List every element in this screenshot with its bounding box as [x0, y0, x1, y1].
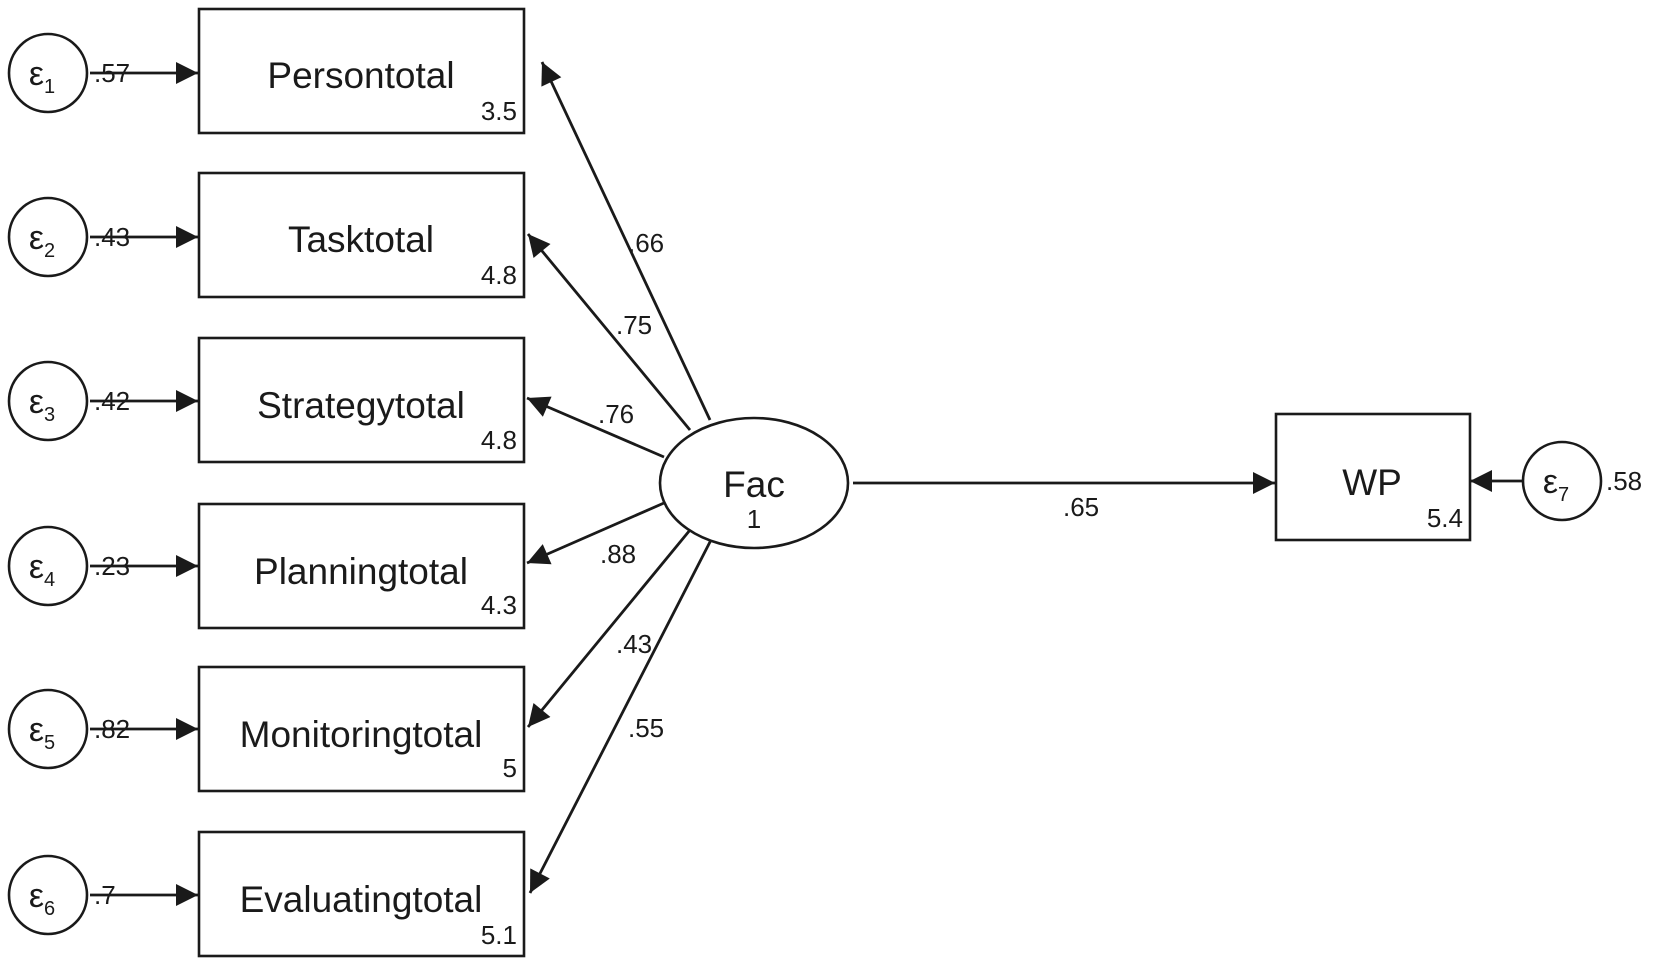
- outcome-wp: WP 5.4: [1274, 412, 1472, 542]
- loading-persontotal: .66: [628, 228, 664, 258]
- error-term-7: ε7: [1521, 440, 1603, 522]
- outcome-label: WP: [1342, 462, 1402, 503]
- indicator-strategytotal: Strategytotal 4.8: [197, 336, 526, 464]
- path-coefficient-wp: .65: [1063, 492, 1099, 522]
- error-term-2: ε2: [7, 196, 89, 278]
- loading-paths: [526, 61, 714, 894]
- error-term-4: ε4: [7, 525, 89, 607]
- error-symbol: ε4: [29, 548, 55, 591]
- loading-path-tasktotal: [526, 233, 692, 431]
- indicator-intercept: 3.5: [481, 96, 517, 126]
- outcome-intercept: 5.4: [1427, 503, 1463, 533]
- indicator-persontotal: Persontotal 3.5: [197, 7, 526, 135]
- indicator-evaluatingtotal: Evaluatingtotal 5.1: [197, 830, 526, 958]
- loading-path-planningtotal: [526, 501, 665, 565]
- indicator-planningtotal: Planningtotal 4.3: [197, 502, 526, 630]
- latent-factor-fac: Fac 1: [658, 416, 850, 550]
- error-variances: .57 .43 .42 .23 .82 .7 .58: [94, 58, 1642, 910]
- error-variance-5: .82: [94, 714, 130, 744]
- error-symbol: ε1: [29, 55, 55, 98]
- indicator-label: Tasktotal: [288, 219, 434, 260]
- error-paths: [90, 62, 1524, 906]
- error-symbol: ε3: [29, 383, 55, 426]
- error-variance-7: .58: [1606, 466, 1642, 496]
- indicator-intercept: 5.1: [481, 920, 517, 950]
- indicator-intercept: 4.8: [481, 260, 517, 290]
- error-term-1: ε1: [7, 32, 89, 114]
- error-symbol: ε5: [29, 711, 55, 754]
- error-term-3: ε3: [7, 360, 89, 442]
- loading-path-monitoringtotal: [526, 529, 692, 728]
- error-symbol: ε7: [1543, 463, 1569, 506]
- error-symbol: ε6: [29, 877, 55, 920]
- loading-monitoringtotal: .43: [616, 629, 652, 659]
- error-variance-6: .7: [94, 880, 116, 910]
- latent-label: Fac: [723, 464, 785, 505]
- loading-tasktotal: .75: [616, 310, 652, 340]
- loading-evaluatingtotal: .55: [628, 713, 664, 743]
- error-variance-4: .23: [94, 551, 130, 581]
- error-term-5: ε5: [7, 688, 89, 770]
- indicator-tasktotal: Tasktotal 4.8: [197, 171, 526, 299]
- latent-variance: 1: [747, 504, 761, 534]
- indicator-intercept: 4.3: [481, 590, 517, 620]
- loading-coefficients: .66 .75 .76 .88 .43 .55 .65: [598, 228, 1099, 743]
- indicator-monitoringtotal: Monitoringtotal 5: [197, 665, 526, 793]
- error-symbol: ε2: [29, 219, 55, 262]
- indicator-label: Planningtotal: [254, 551, 468, 592]
- loading-path-evaluatingtotal: [528, 537, 714, 894]
- indicator-label: Monitoringtotal: [240, 714, 483, 755]
- error-term-6: ε6: [7, 854, 89, 936]
- loading-path-strategytotal: [526, 396, 665, 459]
- indicator-label: Evaluatingtotal: [240, 879, 483, 920]
- indicator-intercept: 4.8: [481, 425, 517, 455]
- indicator-label: Persontotal: [267, 55, 454, 96]
- indicator-intercept: 5: [503, 753, 517, 783]
- loading-strategytotal: .76: [598, 399, 634, 429]
- indicator-label: Strategytotal: [257, 385, 465, 426]
- loading-path-persontotal: [540, 61, 712, 421]
- error-variance-3: .42: [94, 386, 130, 416]
- error-variance-1: .57: [94, 58, 130, 88]
- error-variance-2: .43: [94, 222, 130, 252]
- loading-planningtotal: .88: [600, 539, 636, 569]
